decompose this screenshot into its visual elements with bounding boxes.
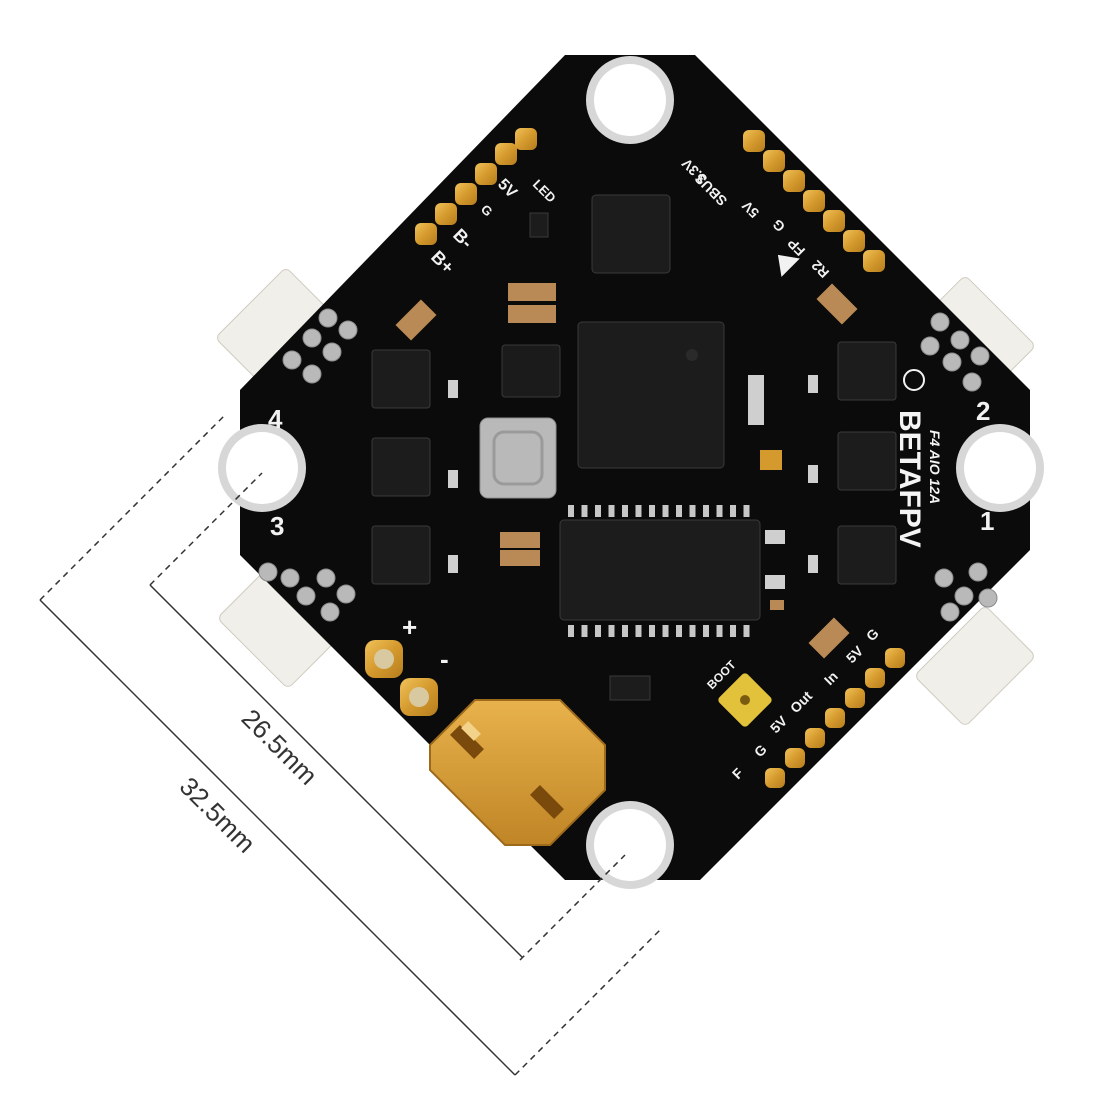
motor-labels: 1 2 3 4 bbox=[268, 396, 994, 541]
motor-label-4: 4 bbox=[268, 404, 283, 434]
dim-outer-line bbox=[39, 599, 516, 1076]
chip-pin bbox=[676, 505, 682, 517]
pads-top-right bbox=[743, 130, 885, 272]
mcu-chip bbox=[577, 321, 725, 469]
chip-pin bbox=[608, 625, 615, 637]
chip-pin bbox=[716, 625, 723, 637]
chip-pin bbox=[649, 625, 655, 637]
crystal-can bbox=[479, 417, 557, 499]
dimension-annotations bbox=[39, 414, 661, 1076]
chip-pin bbox=[743, 625, 750, 637]
motor-label-2: 2 bbox=[976, 396, 990, 426]
esc-driver-pins bbox=[568, 505, 750, 637]
chip-pin bbox=[608, 505, 615, 517]
pads-bottom-right bbox=[765, 648, 905, 788]
power-pads bbox=[365, 640, 438, 716]
chip-pin bbox=[595, 505, 601, 517]
chip-pin bbox=[622, 625, 628, 637]
chip-pin bbox=[716, 505, 723, 517]
motor-label-1: 1 bbox=[980, 506, 994, 536]
chip-pin bbox=[568, 625, 574, 637]
chip-pin bbox=[689, 625, 696, 637]
chip-pin bbox=[703, 625, 709, 637]
pads-top-left bbox=[415, 128, 537, 245]
boot-button bbox=[718, 673, 772, 727]
gyro-chip bbox=[591, 194, 671, 274]
brand-silkscreen: BETAFPV F4 AIO 12A bbox=[893, 369, 943, 548]
inductor bbox=[501, 344, 561, 398]
chip-pin bbox=[662, 505, 669, 517]
dimension-outer-label: 32.5mm bbox=[174, 771, 262, 859]
direction-arrow-icon bbox=[777, 254, 800, 277]
chip-pin bbox=[635, 505, 642, 517]
chip-pin bbox=[622, 505, 628, 517]
chip-pin bbox=[635, 625, 642, 637]
chip-pin bbox=[649, 505, 655, 517]
chip-pin bbox=[595, 625, 601, 637]
chip-pin bbox=[703, 505, 709, 517]
chip-pin bbox=[581, 505, 588, 517]
chip-pin bbox=[568, 505, 574, 517]
dim-inner-extension-top bbox=[149, 472, 263, 586]
dim-outer-extension-bottom bbox=[514, 929, 661, 1076]
solder-joints bbox=[258, 308, 998, 622]
chip-pin bbox=[689, 505, 696, 517]
chip-pin bbox=[676, 625, 682, 637]
usb-connector bbox=[429, 699, 606, 846]
chip-pin bbox=[581, 625, 588, 637]
esc-driver-chip bbox=[559, 519, 761, 621]
brand-name: BETAFPV bbox=[893, 410, 926, 548]
dim-inner-extension-bottom bbox=[519, 854, 626, 961]
power-minus-label: - bbox=[440, 644, 449, 674]
mosfets bbox=[371, 341, 897, 585]
motor-label-3: 3 bbox=[270, 511, 284, 541]
model-name: F4 AIO 12A bbox=[927, 430, 943, 504]
passive-components bbox=[395, 212, 858, 701]
chip-pin bbox=[743, 505, 750, 517]
chip-pin bbox=[730, 505, 736, 517]
dim-inner-line bbox=[149, 584, 523, 958]
chip-pin bbox=[662, 625, 669, 637]
dimension-inner-label: 26.5mm bbox=[236, 703, 324, 791]
power-plus-label: + bbox=[402, 612, 417, 642]
mounting-holes bbox=[218, 56, 1044, 889]
chip-pin bbox=[730, 625, 736, 637]
bee-logo-icon bbox=[903, 369, 925, 391]
dim-outer-extension-top bbox=[39, 414, 226, 601]
motor-connector-bottom-right bbox=[916, 607, 1034, 725]
